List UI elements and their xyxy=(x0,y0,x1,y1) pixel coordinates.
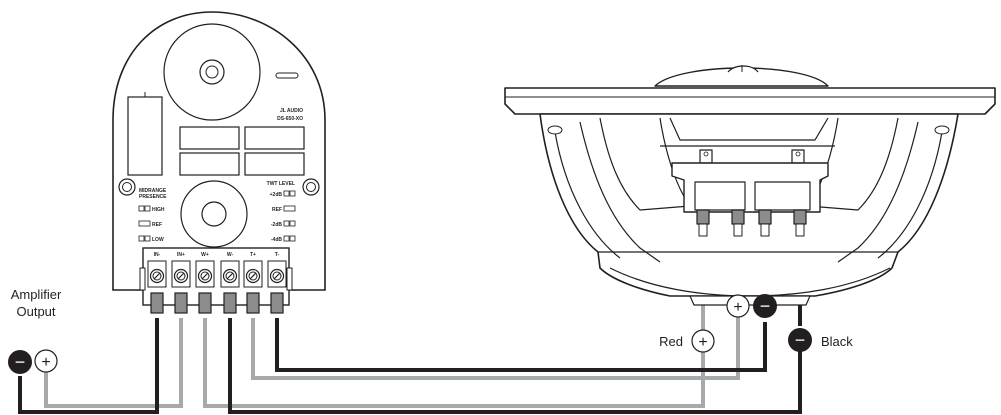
terminal-label: T+ xyxy=(250,252,256,258)
crossover-network xyxy=(112,11,326,314)
speaker-connectors xyxy=(696,209,807,237)
crossover-model: DS-650-XO xyxy=(277,116,303,122)
amp-positive-icon xyxy=(34,349,58,373)
wire-woofer-negative xyxy=(228,318,802,414)
terminal-label: IN- xyxy=(154,252,161,258)
polarity-symbols: − + + + − − xyxy=(8,294,812,374)
terminal-in-negpos xyxy=(171,260,191,314)
midrange-switches xyxy=(138,205,151,242)
wire-tweeter-negative xyxy=(275,318,767,372)
terminal-label: IN+ xyxy=(177,252,185,258)
wire-amp-positive xyxy=(44,318,183,408)
twt-ref-label: REF xyxy=(272,207,282,213)
tweeter-negative-icon xyxy=(753,294,777,318)
crossover-brand: JL AUDIO xyxy=(280,108,303,114)
woofer-negative-icon xyxy=(788,328,812,352)
midrange-label-1: MIDRANGE xyxy=(139,188,167,194)
amp-label-line2: Output xyxy=(16,304,55,319)
tweeter-switches xyxy=(283,190,296,242)
terminal-w-neg xyxy=(220,260,240,314)
black-label: Black xyxy=(821,334,853,349)
speaker-connector xyxy=(758,209,772,225)
crossover-slot xyxy=(275,72,299,79)
speaker-connector xyxy=(696,209,710,225)
wire-tweeter-positive xyxy=(251,316,740,380)
speaker-connector xyxy=(731,209,745,225)
terminal-labels: IN- IN+ W+ W- T+ T- xyxy=(154,252,280,258)
wire-amp-negative xyxy=(18,318,159,414)
speaker-connector xyxy=(793,209,807,225)
twt-minus2-label: -2dB xyxy=(271,222,283,228)
coaxial-speaker xyxy=(504,65,996,306)
tweeter-positive-icon xyxy=(726,294,750,318)
amp-label-line1: Amplifier xyxy=(11,287,62,302)
terminal-t-neg xyxy=(267,260,287,314)
svg-text:−: − xyxy=(795,330,806,350)
crossover-cap-3 xyxy=(244,126,305,150)
terminal-label: W- xyxy=(227,252,234,258)
wire-woofer-positive xyxy=(203,318,705,408)
twt-level-label: TWT LEVEL xyxy=(267,181,295,187)
labels: Amplifier Output Red Black xyxy=(11,287,854,349)
terminal-block xyxy=(142,247,290,306)
crossover-cap-4 xyxy=(244,152,305,176)
terminal-in-neg xyxy=(147,260,167,314)
speaker-flange xyxy=(504,87,996,115)
terminal-label: W+ xyxy=(201,252,209,258)
svg-text:−: − xyxy=(15,352,26,372)
svg-text:+: + xyxy=(41,354,50,371)
crossover-resistor xyxy=(127,96,163,176)
crossover-labels: JL AUDIO DS-650-XO MIDRANGE PRESENCE HIG… xyxy=(139,108,303,258)
twt-minus4-label: -4dB xyxy=(271,237,283,243)
mid-high-label: HIGH xyxy=(152,207,165,213)
wires xyxy=(18,236,802,414)
svg-text:+: + xyxy=(733,299,742,316)
terminal-w-negpos xyxy=(195,260,215,314)
svg-text:+: + xyxy=(698,334,707,351)
woofer-positive-icon xyxy=(691,329,715,353)
crossover-cap-1 xyxy=(179,126,240,150)
midrange-label-2: PRESENCE xyxy=(139,194,167,200)
crossover-cap-2 xyxy=(179,152,240,176)
terminal-label: T- xyxy=(275,252,280,258)
terminal-t-negpos xyxy=(243,260,263,314)
amp-negative-icon xyxy=(8,350,32,374)
red-label: Red xyxy=(659,334,683,349)
svg-text:−: − xyxy=(760,296,771,316)
crossover-capacitor-center xyxy=(205,65,219,79)
mid-ref-label: REF xyxy=(152,222,162,228)
twt-plus2-label: +2dB xyxy=(270,192,283,198)
terminal-screws xyxy=(147,260,287,314)
mid-low-label: LOW xyxy=(152,237,164,243)
